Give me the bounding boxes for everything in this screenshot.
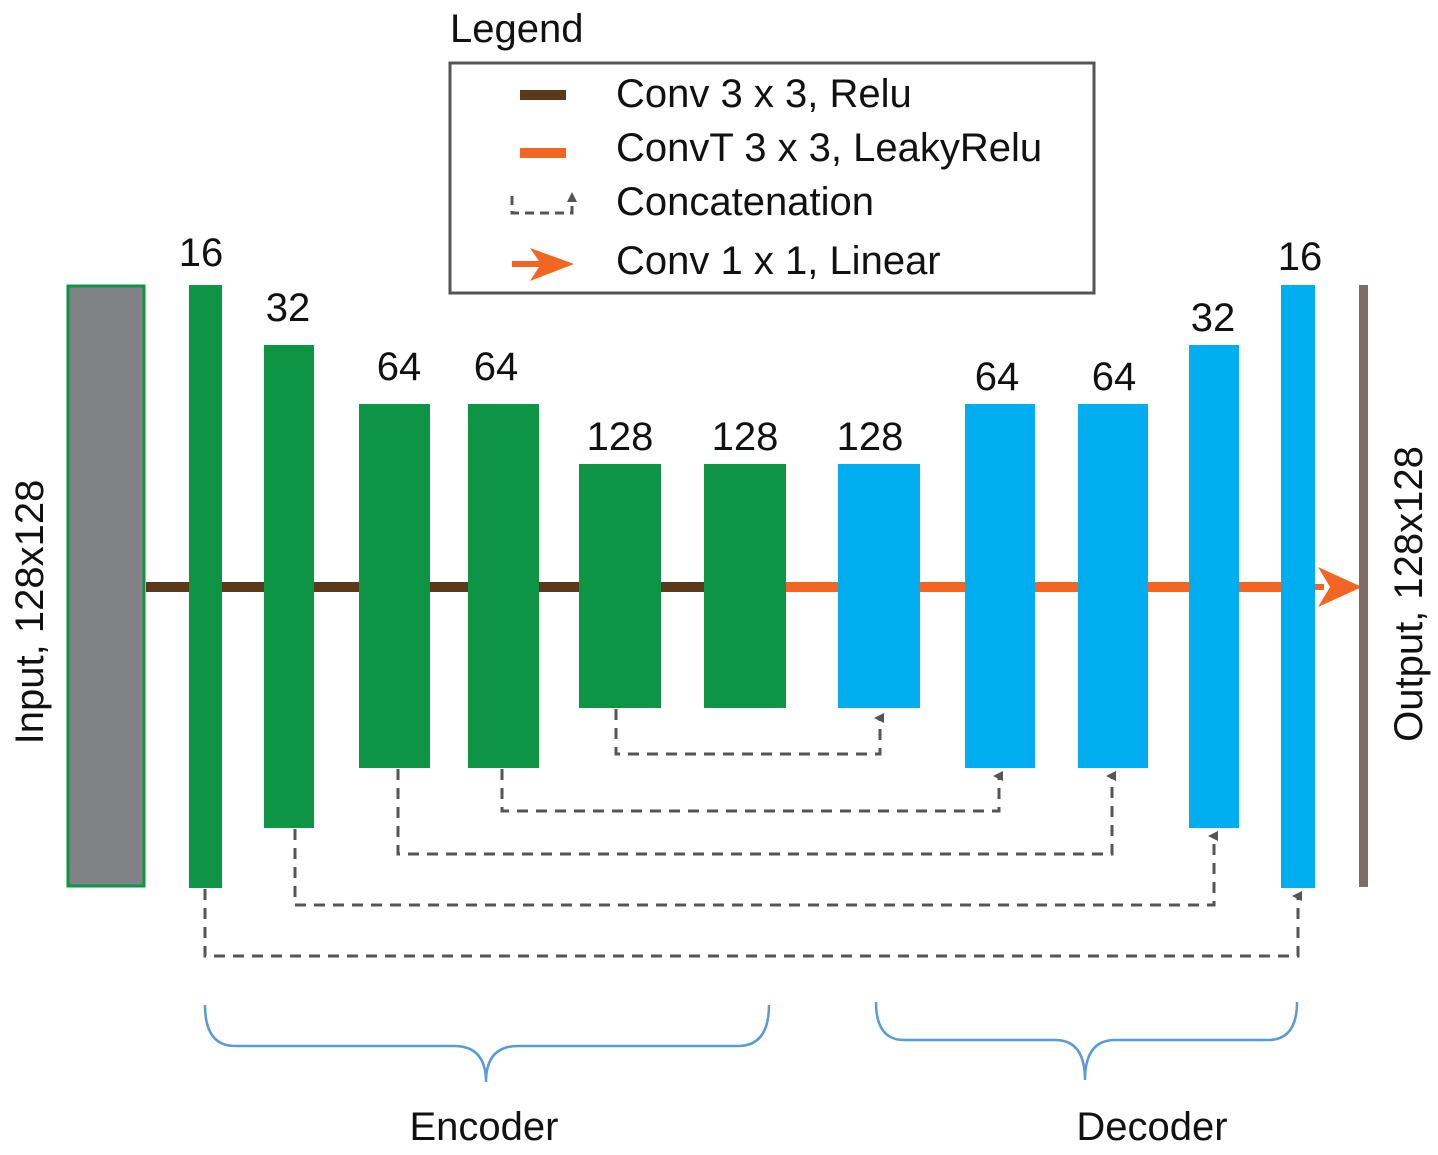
decoder-brace xyxy=(874,1001,1299,1081)
concat-arrowhead-icon xyxy=(567,192,577,202)
enc-block-128a: 128 xyxy=(579,415,661,708)
decoder-label: Decoder xyxy=(1076,1105,1227,1149)
channel-label: 128 xyxy=(587,415,654,459)
legend-item-linear: Conv 1 x 1, Linear xyxy=(512,239,941,283)
feature-map xyxy=(965,404,1035,768)
legend-item-conv: Conv 3 x 3, Relu xyxy=(520,72,912,116)
dec-block-16: 16 xyxy=(1278,235,1323,888)
legend-label-conv: Conv 3 x 3, Relu xyxy=(616,72,912,116)
dec-block-32: 32 xyxy=(1189,296,1239,828)
skip-connection-64b xyxy=(500,769,1003,813)
channel-label: 128 xyxy=(712,415,779,459)
skip-connection-32 xyxy=(293,829,1218,907)
encoder-brace xyxy=(203,1004,771,1083)
enc-block-16: 16 xyxy=(179,231,224,888)
channel-label: 64 xyxy=(377,345,422,389)
feature-map xyxy=(704,464,786,708)
dec-block-64b: 64 xyxy=(1078,355,1148,768)
channel-label: 16 xyxy=(179,231,224,275)
input-label: Input, 128x128 xyxy=(8,480,52,745)
feature-map xyxy=(264,345,314,828)
feature-map xyxy=(1189,345,1239,828)
legend-box xyxy=(448,61,1096,295)
legend-label-convt: ConvT 3 x 3, LeakyRelu xyxy=(616,126,1042,170)
feature-map xyxy=(1281,285,1315,888)
input-image xyxy=(66,284,146,888)
encoder-label: Encoder xyxy=(410,1105,559,1149)
legend-label-linear: Conv 1 x 1, Linear xyxy=(616,239,941,283)
channel-label: 32 xyxy=(1191,296,1236,340)
skip-connection-128 xyxy=(614,709,884,756)
linear-output-arrow-icon xyxy=(1318,567,1362,607)
output-label: Output, 128x128 xyxy=(1387,446,1431,742)
skip-connection-64a xyxy=(396,769,1116,856)
feature-map xyxy=(1078,404,1148,768)
legend-item-convt: ConvT 3 x 3, LeakyRelu xyxy=(520,126,1042,170)
channel-label: 64 xyxy=(975,355,1020,399)
enc-block-32: 32 xyxy=(264,286,314,828)
legend-item-concat: Concatenation xyxy=(510,180,874,224)
enc-block-64a: 64 xyxy=(359,345,430,768)
feature-map xyxy=(838,464,920,708)
feature-map xyxy=(189,285,222,888)
channel-label: 32 xyxy=(266,286,311,330)
channel-label: 128 xyxy=(837,415,904,459)
channel-label: 64 xyxy=(1092,355,1137,399)
feature-map xyxy=(579,464,661,708)
dec-block-64a: 64 xyxy=(965,355,1035,768)
feature-map xyxy=(468,404,539,768)
linear-arrowhead-icon xyxy=(530,248,574,281)
feature-map xyxy=(359,404,430,768)
concat-swatch-icon xyxy=(510,196,574,215)
skip-connection-16 xyxy=(203,889,1302,958)
output-image xyxy=(1359,285,1368,887)
legend: Legend Conv 3 x 3, Relu ConvT 3 x 3, Lea… xyxy=(448,7,1096,295)
legend-title: Legend xyxy=(450,7,583,51)
channel-label: 16 xyxy=(1278,235,1323,279)
enc-block-64b: 64 xyxy=(468,345,539,768)
enc-block-128b: 128 xyxy=(704,415,786,708)
skip-connections xyxy=(203,709,1302,958)
legend-label-concat: Concatenation xyxy=(616,180,874,224)
dec-block-128: 128 xyxy=(837,415,920,708)
channel-label: 64 xyxy=(474,345,519,389)
